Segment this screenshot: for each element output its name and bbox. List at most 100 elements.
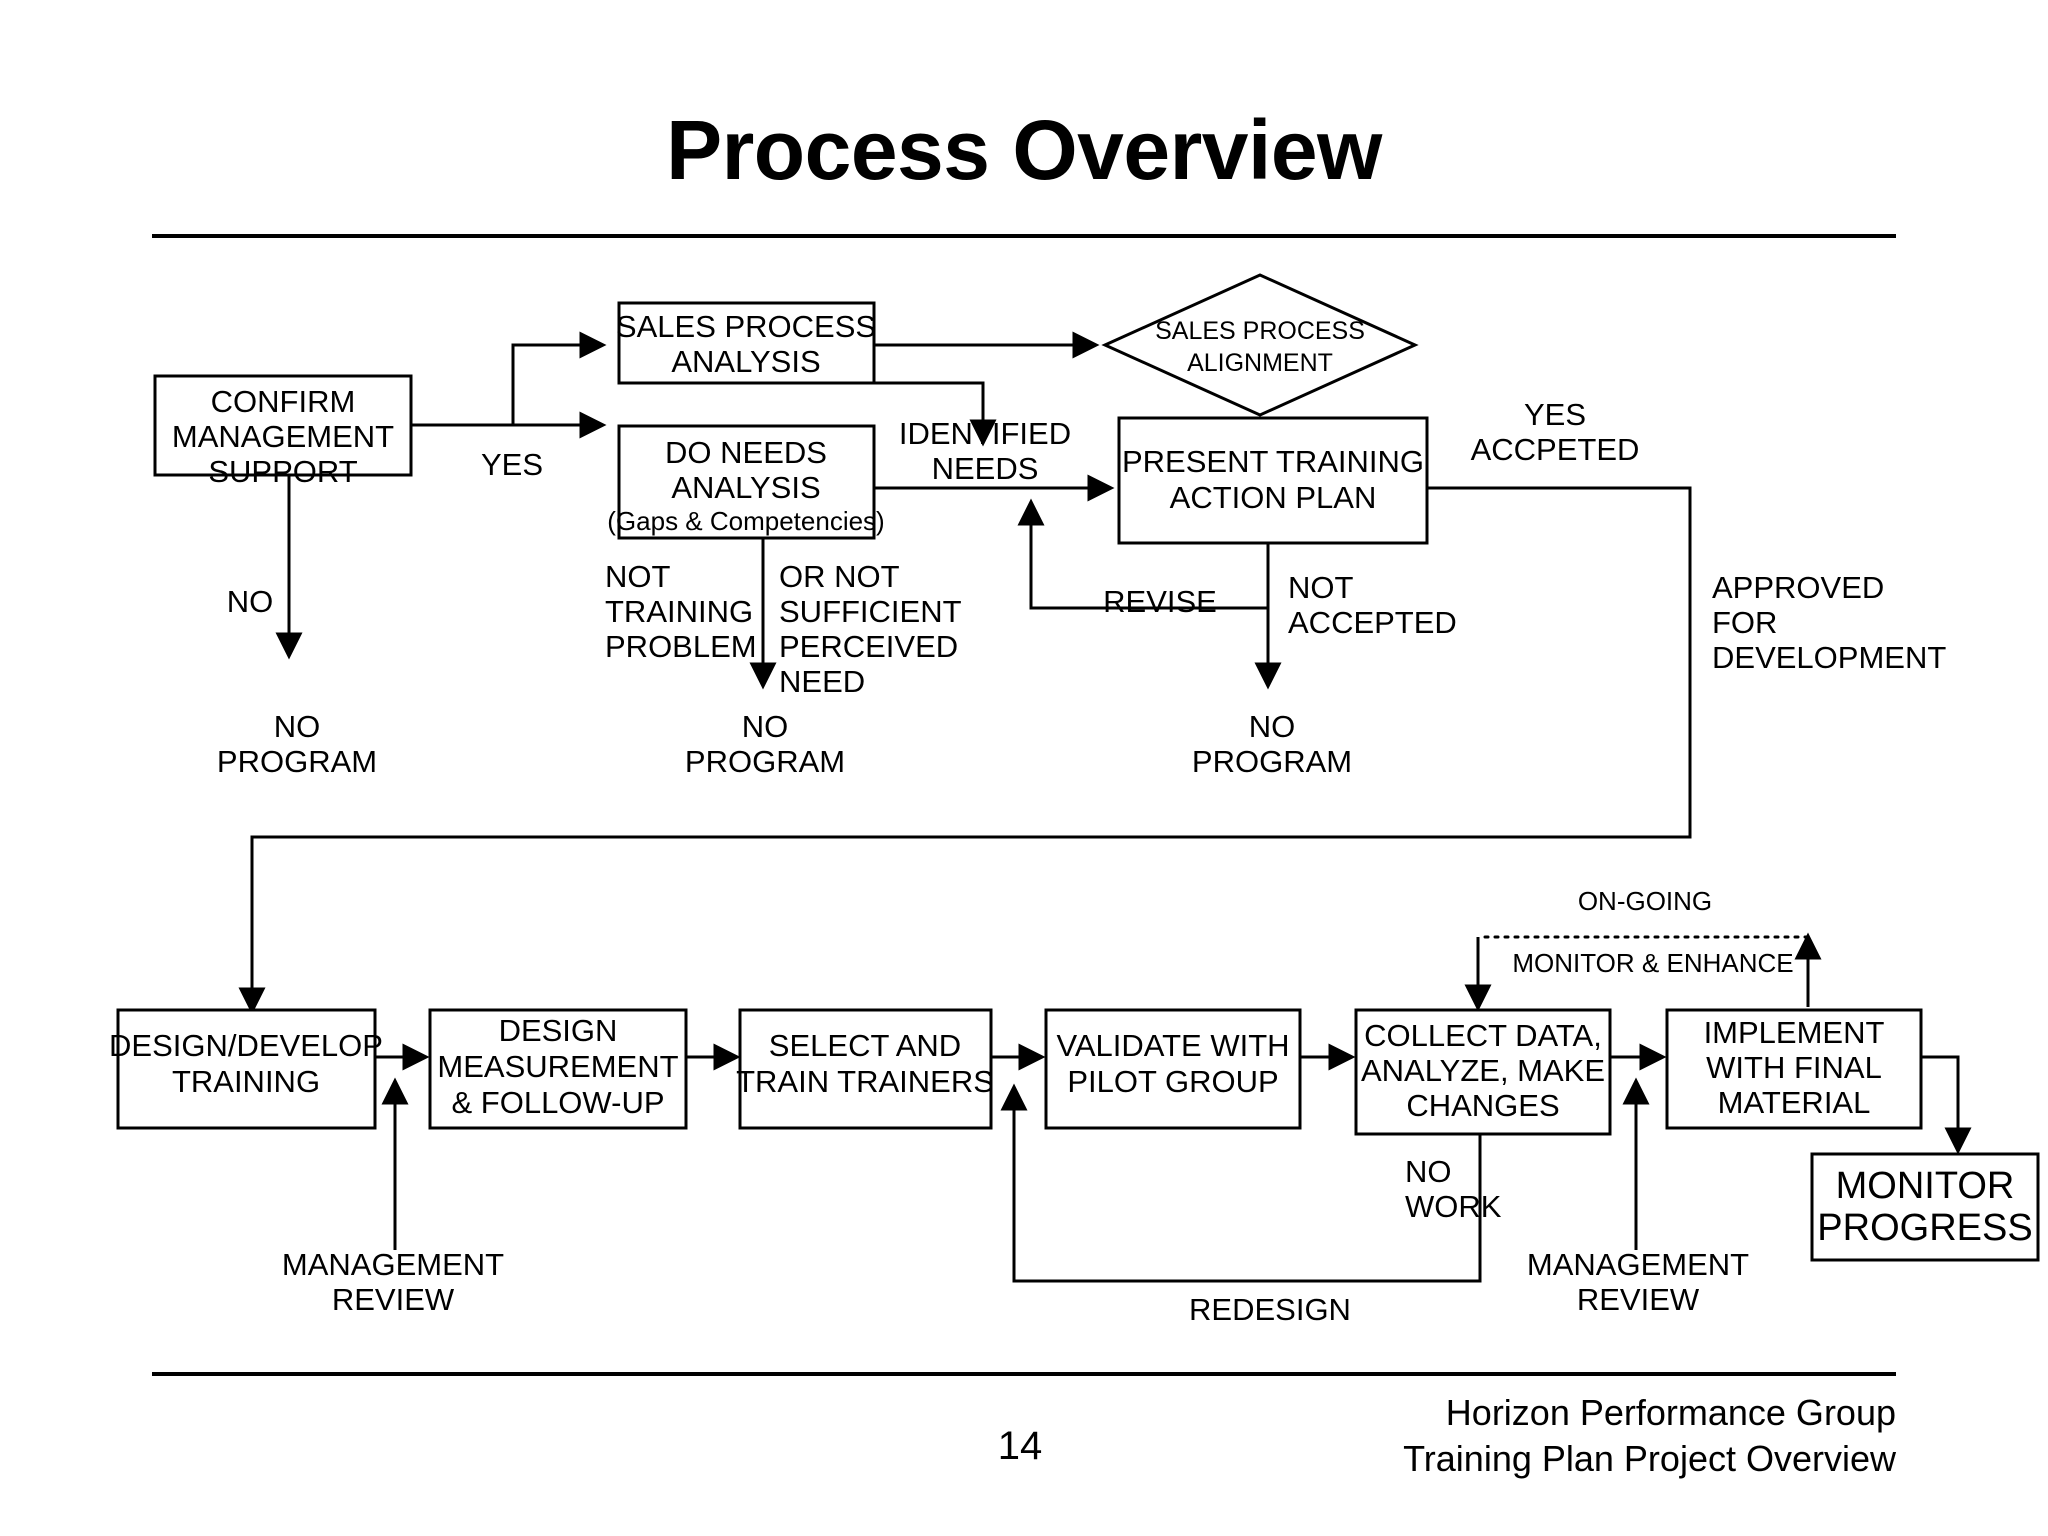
node-label: ANALYSIS [671, 344, 820, 379]
label-revise: REVISE [1103, 584, 1217, 619]
node-label: DO NEEDS [665, 435, 827, 470]
node-design-develop-training[interactable]: DESIGN/DEVELOP TRAINING [109, 1008, 383, 1130]
svg-text:MANAGEMENT: MANAGEMENT [282, 1247, 504, 1282]
svg-text:TRAINING: TRAINING [605, 594, 753, 629]
page-title: Process Overview [666, 103, 1382, 197]
svg-text:NOT: NOT [1288, 570, 1354, 605]
node-sales-process-alignment[interactable]: SALES PROCESS ALIGNMENT [1101, 273, 1419, 417]
svg-text:NO: NO [1249, 709, 1296, 744]
label-yes: YES [481, 447, 543, 482]
svg-text:REVIEW: REVIEW [332, 1282, 455, 1317]
svg-text:REVISE: REVISE [1103, 584, 1217, 619]
label-management-review-2: MANAGEMENT REVIEW [1527, 1247, 1749, 1317]
label-yes-accpeted: YES ACCPETED [1471, 397, 1640, 467]
title-divider [152, 234, 1896, 238]
process-flowchart: CONFIRM MANAGEMENT SUPPORT SALES PROCESS… [0, 250, 2048, 1370]
node-collect-data[interactable]: COLLECT DATA, ANALYZE, MAKE CHANGES [1354, 1008, 1612, 1136]
svg-text:NO: NO [227, 584, 274, 619]
node-label: SELECT AND [769, 1028, 961, 1063]
label-management-review-1: MANAGEMENT REVIEW [282, 1247, 504, 1317]
label-or-not-sufficient: OR NOT SUFFICIENT PERCEIVED NEED [779, 559, 962, 699]
node-label: ANALYZE, MAKE [1361, 1053, 1605, 1088]
node-label: PILOT GROUP [1067, 1064, 1278, 1099]
node-implement-final-material[interactable]: IMPLEMENT WITH FINAL MATERIAL [1665, 1008, 1923, 1130]
label-approved-for-development: APPROVED FOR DEVELOPMENT [1712, 570, 1946, 675]
svg-text:DEVELOPMENT: DEVELOPMENT [1712, 640, 1946, 675]
connector-approved-to-design [238, 486, 1692, 1015]
connector-revise-loop [1017, 498, 1268, 610]
node-monitor-progress[interactable]: MONITOR PROGRESS [1810, 1152, 2040, 1262]
node-label: DESIGN/DEVELOP [109, 1028, 383, 1063]
svg-text:SUFFICIENT: SUFFICIENT [779, 594, 962, 629]
label-not-accepted: NOT ACCEPTED [1288, 570, 1457, 640]
terminal-no-program-1: NO PROGRAM [217, 709, 377, 779]
label-redesign: REDESIGN [1189, 1292, 1351, 1327]
svg-text:PROGRAM: PROGRAM [1192, 744, 1352, 779]
svg-text:PERCEIVED: PERCEIVED [779, 629, 958, 664]
label-no: NO [227, 584, 274, 619]
footer-text: Horizon Performance Group Training Plan … [1403, 1390, 1896, 1482]
svg-text:YES: YES [1524, 397, 1586, 432]
node-label: CHANGES [1406, 1088, 1559, 1123]
node-label: CONFIRM [211, 384, 356, 419]
connector-confirm-to-sales-analysis [511, 331, 607, 425]
node-label: MANAGEMENT [172, 419, 394, 454]
node-select-train-trainers[interactable]: SELECT AND TRAIN TRAINERS [736, 1008, 994, 1130]
svg-text:OR NOT: OR NOT [779, 559, 900, 594]
node-label: TRAIN TRAINERS [736, 1064, 994, 1099]
svg-text:ACCPETED: ACCPETED [1471, 432, 1640, 467]
node-label: COLLECT DATA, [1364, 1018, 1602, 1053]
svg-text:NO: NO [274, 709, 321, 744]
node-label: VALIDATE WITH [1056, 1028, 1289, 1063]
svg-text:NEED: NEED [779, 664, 865, 699]
node-label: TRAINING [172, 1064, 320, 1099]
label-identified-needs: IDENTIFIED NEEDS [899, 416, 1071, 486]
node-label: (Gaps & Competencies) [607, 506, 884, 536]
node-do-needs-analysis[interactable]: DO NEEDS ANALYSIS (Gaps & Competencies) [607, 424, 885, 540]
svg-text:NOT: NOT [605, 559, 671, 594]
node-validate-pilot-group[interactable]: VALIDATE WITH PILOT GROUP [1044, 1008, 1302, 1130]
svg-text:NO: NO [1405, 1154, 1452, 1189]
page-number: 14 [997, 1424, 1043, 1468]
node-label: PRESENT TRAINING [1122, 444, 1424, 479]
connector-implement-to-monitor [1921, 1055, 1972, 1155]
node-label: ANALYSIS [671, 470, 820, 505]
node-design-measurement[interactable]: DESIGN MEASUREMENT & FOLLOW-UP [428, 1008, 688, 1130]
node-label: MATERIAL [1718, 1085, 1871, 1120]
node-label: SUPPORT [208, 454, 357, 489]
label-on-going: ON-GOING [1578, 886, 1712, 916]
node-label: ACTION PLAN [1170, 480, 1377, 515]
svg-text:NEEDS: NEEDS [932, 451, 1039, 486]
footer-subtitle: Training Plan Project Overview [1403, 1438, 1896, 1480]
node-label: & FOLLOW-UP [451, 1085, 664, 1120]
node-label: SALES PROCESS [1155, 317, 1365, 345]
svg-text:WORK: WORK [1405, 1189, 1502, 1224]
svg-text:PROGRAM: PROGRAM [685, 744, 845, 779]
node-label: SALES PROCESS [616, 309, 876, 344]
connector-sales-analysis-down [874, 381, 997, 447]
svg-text:ON-GOING: ON-GOING [1578, 886, 1712, 916]
svg-text:REVIEW: REVIEW [1577, 1282, 1700, 1317]
label-no-work: NO WORK [1405, 1154, 1502, 1224]
connector-redesign-loop [1000, 1083, 1482, 1283]
svg-text:FOR: FOR [1712, 605, 1777, 640]
node-confirm-management-support[interactable]: CONFIRM MANAGEMENT SUPPORT [153, 374, 413, 489]
svg-text:MANAGEMENT: MANAGEMENT [1527, 1247, 1749, 1282]
node-present-training-action-plan[interactable]: PRESENT TRAINING ACTION PLAN [1117, 416, 1429, 545]
node-label: ALIGNMENT [1187, 349, 1333, 377]
svg-text:MONITOR & ENHANCE: MONITOR & ENHANCE [1512, 948, 1793, 978]
svg-text:IDENTIFIED: IDENTIFIED [899, 416, 1071, 451]
footer-divider [152, 1372, 1896, 1376]
node-label: WITH FINAL [1706, 1050, 1882, 1085]
terminal-no-program-2: NO PROGRAM [685, 709, 845, 779]
footer-company: Horizon Performance Group [1445, 1392, 1896, 1433]
node-sales-process-analysis[interactable]: SALES PROCESS ANALYSIS [616, 301, 876, 385]
svg-text:PROGRAM: PROGRAM [217, 744, 377, 779]
label-monitor-enhance: MONITOR & ENHANCE [1512, 948, 1793, 978]
node-label: MONITOR [1836, 1165, 2015, 1207]
svg-text:REDESIGN: REDESIGN [1189, 1292, 1351, 1327]
node-label: IMPLEMENT [1704, 1015, 1885, 1050]
node-label: PROGRESS [1817, 1207, 2032, 1249]
svg-text:PROBLEM: PROBLEM [605, 629, 757, 664]
